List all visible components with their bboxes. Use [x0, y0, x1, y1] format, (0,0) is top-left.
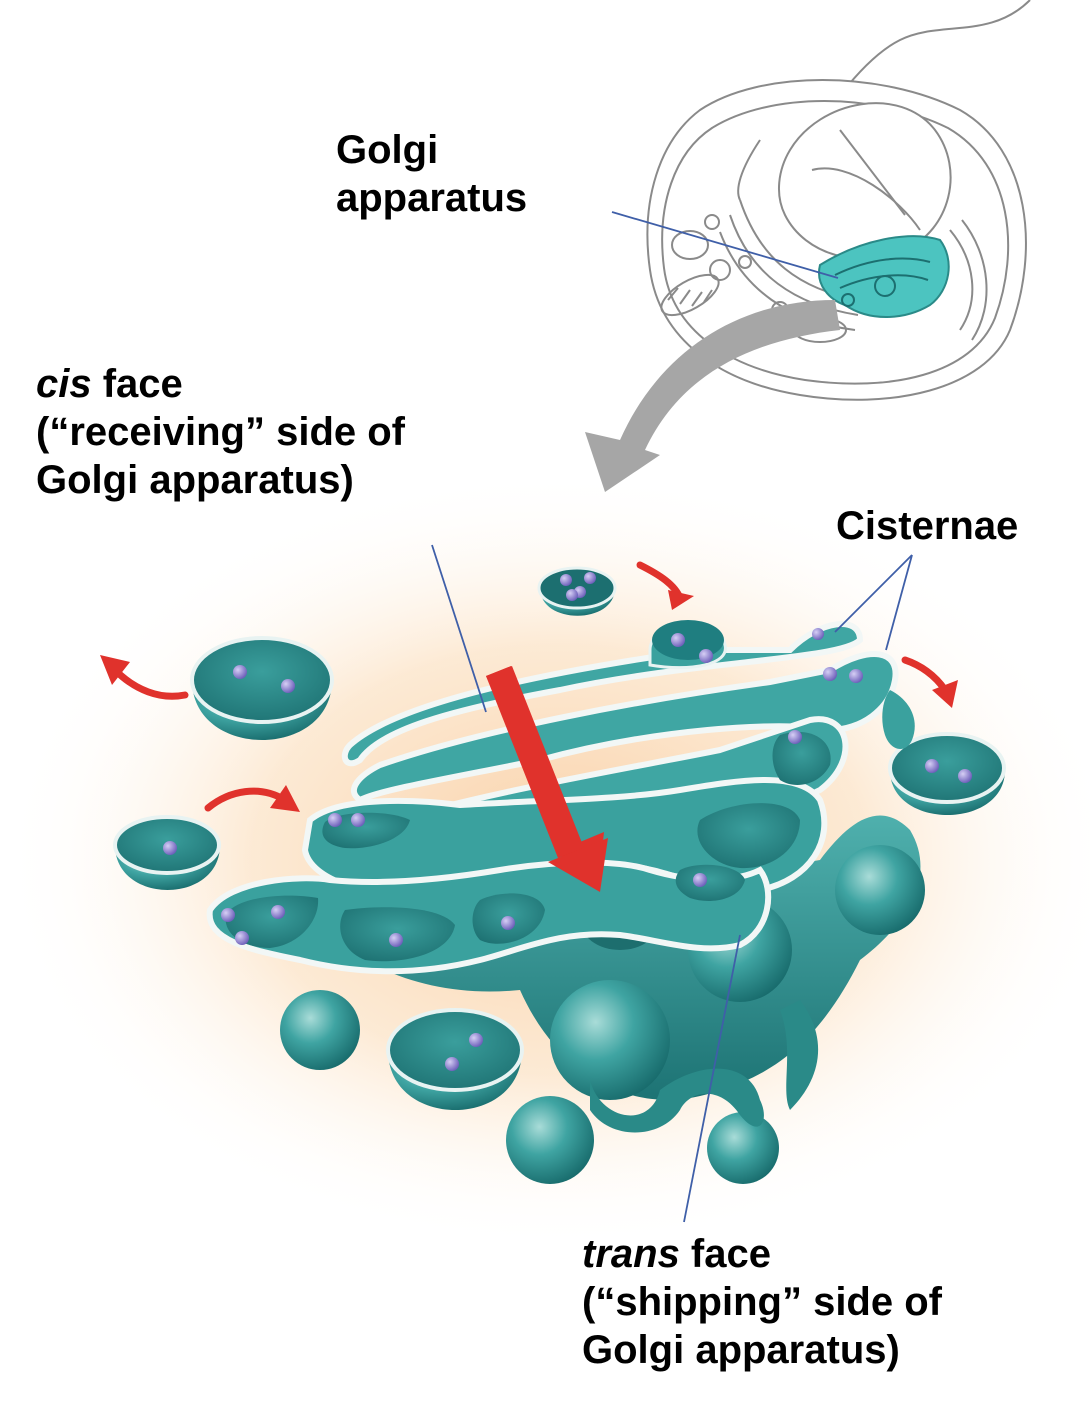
vesicle: [888, 732, 1006, 815]
cisternae-label: Cisternae: [836, 504, 1019, 548]
label-text: face: [679, 1232, 771, 1276]
label-line: (“receiving” side of: [36, 410, 405, 454]
label-line: Golgi apparatus): [36, 458, 354, 502]
label-line: cis face: [36, 360, 405, 408]
leader-lines: [431, 211, 913, 1223]
trans-face-label: trans face (“shipping” side of Golgi app…: [582, 1230, 942, 1374]
cisternae-leader-line: [834, 554, 913, 633]
trans-leader-line: [683, 934, 741, 1223]
golgi-leader-line: [611, 211, 839, 279]
vesicle: [648, 620, 727, 670]
arrowhead: [270, 785, 300, 812]
label-line: Golgi apparatus): [582, 1328, 900, 1372]
label-italic: cis: [36, 362, 92, 406]
label-line: (“shipping” side of: [582, 1280, 942, 1324]
label-line: trans face: [582, 1230, 942, 1278]
label-line: Golgi: [336, 128, 439, 172]
label-text: face: [91, 362, 183, 406]
zoom-arrow: [585, 300, 840, 492]
label-line: apparatus: [336, 176, 528, 220]
arrowhead: [932, 680, 958, 708]
arrowhead: [668, 590, 694, 610]
golgi-apparatus-label: Golgi apparatus: [336, 126, 527, 222]
transport-vesicles: [113, 566, 1006, 1110]
vesicle: [113, 815, 221, 890]
cis-to-trans-arrow: [486, 666, 608, 892]
cis-face-label: cis face (“receiving” side of Golgi appa…: [36, 360, 405, 504]
vesicle: [190, 636, 334, 740]
cis-leader-line: [431, 544, 487, 713]
vesicle: [537, 566, 617, 616]
cisternae-leader-line: [885, 554, 913, 651]
arrowhead: [100, 655, 130, 685]
vesicle: [386, 1008, 524, 1110]
label-italic: trans: [582, 1232, 680, 1276]
